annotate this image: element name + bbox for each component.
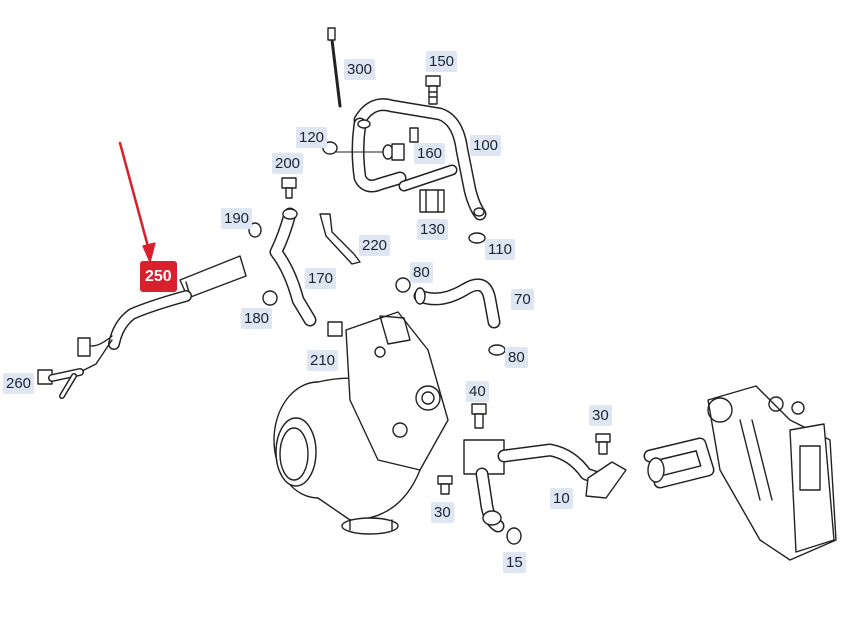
part-250-hose[interactable] (77, 255, 247, 373)
part-80-oring[interactable] (395, 277, 411, 293)
egr-cooler[interactable] (643, 385, 837, 561)
part-110-oring[interactable] (468, 232, 486, 244)
callout-200[interactable]: 200 (272, 153, 304, 174)
part-100-hose[interactable] (351, 98, 487, 221)
callout-80-lower[interactable]: 80 (505, 347, 528, 368)
part-15-oring[interactable] (506, 527, 522, 545)
part-30-bolt[interactable] (595, 433, 611, 455)
callout-160[interactable]: 160 (414, 143, 446, 164)
part-130-clip[interactable] (419, 189, 445, 213)
callout-250-selected[interactable]: 250 (140, 261, 177, 292)
part-180-oring[interactable] (262, 290, 278, 306)
callout-120[interactable]: 120 (296, 127, 328, 148)
callout-260[interactable]: 260 (3, 373, 35, 394)
part-10-pipe[interactable] (463, 439, 627, 533)
callout-10[interactable]: 10 (550, 488, 573, 509)
callout-190[interactable]: 190 (221, 208, 253, 229)
callout-40[interactable]: 40 (466, 381, 489, 402)
part-150-bolt[interactable] (425, 75, 441, 105)
callout-220[interactable]: 220 (359, 235, 391, 256)
part-210-bolt[interactable] (327, 321, 343, 337)
selection-arrow (118, 141, 156, 263)
part-80-oring-2[interactable] (488, 344, 506, 356)
callout-130[interactable]: 130 (417, 219, 449, 240)
callout-170[interactable]: 170 (305, 268, 337, 289)
callout-150[interactable]: 150 (426, 51, 458, 72)
part-300-stud[interactable] (327, 27, 342, 108)
callout-15[interactable]: 15 (503, 552, 526, 573)
part-160-fitting[interactable] (391, 127, 419, 161)
part-260-fitting[interactable] (37, 368, 84, 399)
callout-30-lower[interactable]: 30 (431, 502, 454, 523)
part-120-oring[interactable] (322, 141, 338, 155)
part-40-bolt[interactable] (471, 403, 487, 429)
callout-100[interactable]: 100 (470, 135, 502, 156)
turbocharger[interactable] (273, 311, 449, 535)
part-30-bolt-2[interactable] (437, 475, 453, 495)
part-220-bracket[interactable] (319, 213, 361, 265)
callout-110[interactable]: 110 (485, 239, 515, 260)
callout-30[interactable]: 30 (589, 405, 612, 426)
part-70-pipe[interactable] (413, 278, 501, 329)
callout-80[interactable]: 80 (410, 262, 433, 283)
callout-210[interactable]: 210 (307, 350, 339, 371)
part-170-pipe[interactable] (269, 207, 317, 327)
callout-300[interactable]: 300 (344, 59, 376, 80)
part-190-oring[interactable] (248, 222, 262, 238)
part-200-bolt[interactable] (281, 177, 297, 199)
callout-180[interactable]: 180 (241, 308, 273, 329)
callout-70[interactable]: 70 (511, 289, 534, 310)
